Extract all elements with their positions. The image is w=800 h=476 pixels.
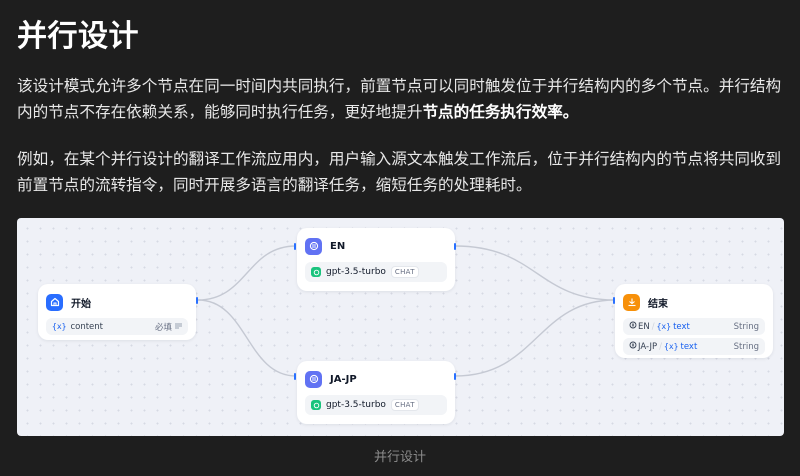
llm-brain-icon [305,237,322,255]
example-paragraph: 例如，在某个并行设计的翻译工作流应用内，用户输入源文本触发工作流后，位于并行结构… [17,150,782,194]
output-source-node: EN [638,321,650,332]
output-variable-name: text [680,341,698,352]
output-source-node: JA-JP [638,341,658,352]
edge-start-to-jajp [197,299,297,377]
llm-node-en[interactable]: EN gpt-3.5-turbo CHAT [297,228,455,291]
output-type: String [733,321,759,332]
output-type: String [733,341,759,352]
edge-start-to-en [197,245,297,301]
edge-jajp-to-end [454,299,616,377]
workflow-edges [197,245,616,377]
start-node-title: 开始 [71,298,91,310]
en-output-handle[interactable] [454,243,456,250]
description-paragraph: 该设计模式允许多个节点在同一时间内共同执行，前置节点可以同时触发位于并行结构内的… [17,73,789,125]
page-title: 并行设计 [17,19,139,54]
description-text: 该设计模式允许多个节点在同一时间内共同执行，前置节点可以同时触发位于并行结构内的… [17,77,782,121]
model-name: gpt-3.5-turbo [326,267,386,277]
end-input-handle[interactable] [613,297,615,304]
openai-icon [311,400,321,410]
model-mode-tag: CHAT [390,266,419,278]
end-flag-icon [623,293,640,311]
jajp-output-handle[interactable] [454,373,456,380]
variable-icon: {x} [52,322,67,331]
end-output-row[interactable]: JA-JP / {x} text String [623,338,765,355]
llm-node-title: JA-JP [330,373,357,385]
llm-node-title: EN [330,240,346,252]
llm-brain-icon [305,370,322,388]
end-node-title: 结束 [648,298,668,310]
start-output-handle[interactable] [196,297,198,304]
model-name: gpt-3.5-turbo [326,400,386,410]
en-input-handle[interactable] [294,243,296,250]
end-output-row[interactable]: EN / {x} text String [623,318,765,335]
variable-icon: {x} [656,322,672,331]
edge-en-to-end [454,245,616,301]
end-node[interactable]: 结束 EN / {x} text String JA-JP / {x} text… [615,284,773,358]
workflow-diagram: 开始 {x} content 必填 EN gpt-3.5-turbo CHAT [17,218,784,436]
path-separator: / [659,341,663,352]
start-variable-row[interactable]: {x} content 必填 [46,318,188,335]
jajp-input-handle[interactable] [294,373,296,380]
description-emphasis: 节点的任务执行效率。 [422,103,579,121]
required-label: 必填 [154,322,172,333]
output-variable-name: text [673,321,690,332]
start-node[interactable]: 开始 {x} content 必填 [38,284,196,340]
model-selector[interactable]: gpt-3.5-turbo CHAT [305,262,447,282]
figure-caption: 并行设计 [373,450,426,465]
llm-brain-icon [629,321,637,332]
openai-icon [311,267,321,277]
model-mode-tag: CHAT [390,399,419,411]
path-separator: / [651,321,655,332]
llm-node-ja-jp[interactable]: JA-JP gpt-3.5-turbo CHAT [297,361,455,424]
variable-icon: {x} [664,342,679,351]
text-lines-icon [175,322,182,332]
llm-brain-icon [629,341,637,352]
variable-name: content [70,321,103,332]
home-icon [46,293,63,311]
model-selector[interactable]: gpt-3.5-turbo CHAT [305,395,447,415]
